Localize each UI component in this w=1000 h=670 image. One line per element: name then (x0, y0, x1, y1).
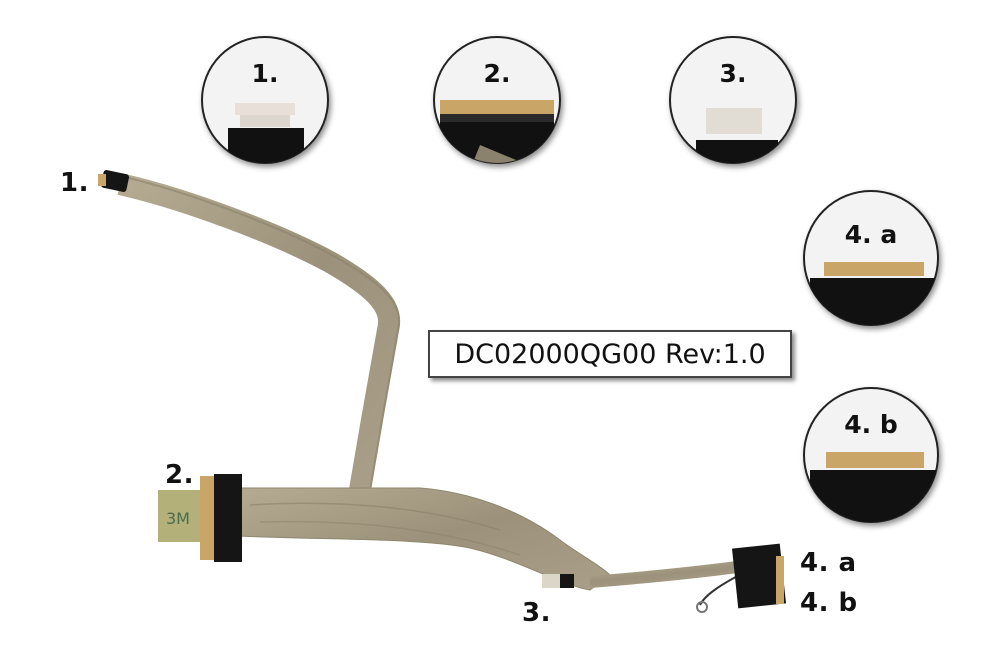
part-number-text: DC02000QG00 Rev:1.0 (454, 338, 766, 370)
connector-label-4b: 4. b (800, 588, 858, 618)
connector-4-pins (776, 556, 784, 604)
cable-segment-1-edge (119, 175, 401, 491)
cable-main-band (237, 487, 611, 591)
connector-label-1: 1. (60, 168, 89, 198)
connector-1-pins (98, 174, 106, 186)
connector-3-pins (542, 574, 562, 588)
callout-label: 4. a (845, 220, 897, 249)
cable-segment-1 (117, 173, 401, 492)
callout-label: 1. (252, 59, 279, 88)
connector-label-3: 3. (522, 598, 551, 628)
part-number-label: DC02000QG00 Rev:1.0 (428, 330, 792, 378)
connector-2 (214, 474, 242, 562)
callout-label: 2. (484, 59, 511, 88)
callout-label: 3. (720, 59, 747, 88)
cable-crease (259, 520, 521, 556)
connector-label-2: 2. (165, 460, 194, 490)
tape-marking: 3M (166, 509, 190, 528)
connector-4 (731, 543, 787, 609)
callout-label: 4. b (844, 410, 898, 439)
adhesive-tape (158, 490, 204, 542)
connector-3 (560, 574, 574, 588)
cable-segment-4 (589, 560, 746, 588)
cable-crease (249, 502, 501, 531)
connector-1 (100, 170, 130, 192)
connector-2-pins (200, 476, 216, 560)
connector-label-4a: 4. a (800, 548, 857, 578)
ground-ring (696, 601, 708, 613)
